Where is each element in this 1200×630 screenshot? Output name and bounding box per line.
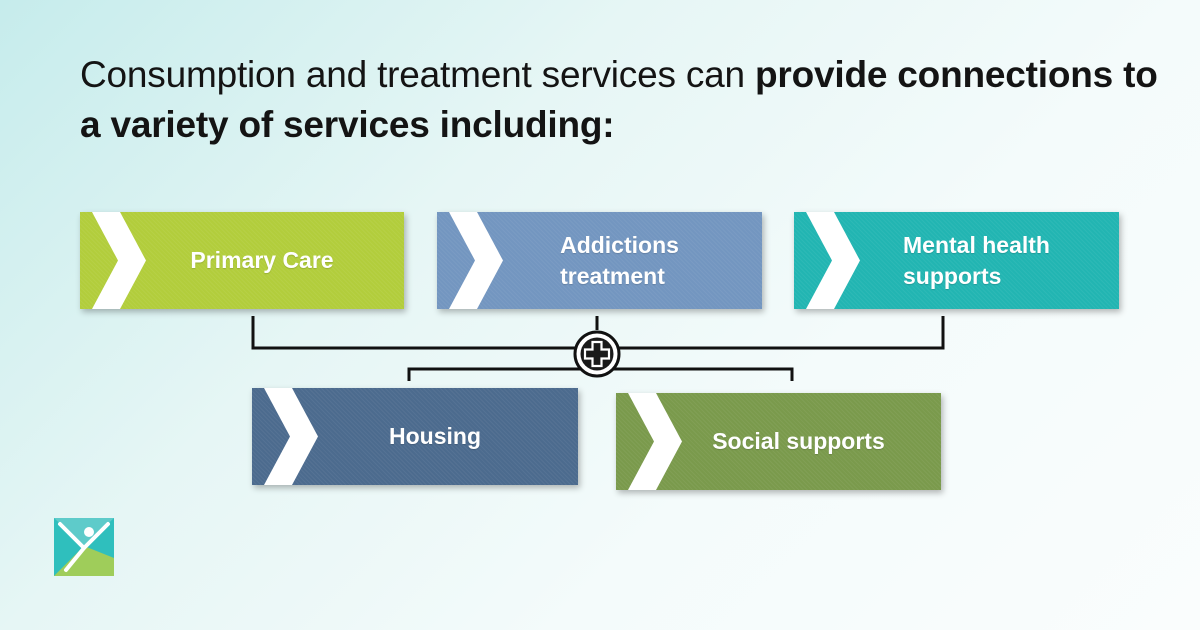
service-label: Mental health supports	[903, 231, 1050, 289]
service-label: Social supports	[712, 428, 885, 454]
headline: Consumption and treatment services can p…	[80, 50, 1180, 150]
chevron-right-icon	[264, 388, 318, 485]
service-box-social-supports: Social supports	[616, 393, 941, 490]
service-box-mental-health-supports: Mental health supports	[794, 212, 1119, 309]
service-label: Housing	[389, 423, 481, 449]
service-box-housing: Housing	[252, 388, 578, 485]
service-label: Primary Care	[190, 247, 334, 273]
headline-bold-text: provide connections to a variety of serv…	[80, 54, 1158, 145]
chevron-right-icon	[806, 212, 860, 309]
hub-plus-icon	[573, 330, 621, 378]
chevron-right-icon	[449, 212, 503, 309]
chevron-right-icon	[92, 212, 146, 309]
person-logo-icon	[54, 518, 114, 576]
headline-regular-text: Consumption and treatment services can	[80, 54, 755, 95]
service-label: Addictions treatment	[560, 231, 679, 289]
service-box-addictions-treatment: Addictions treatment	[437, 212, 762, 309]
service-box-primary-care: Primary Care	[80, 212, 404, 309]
